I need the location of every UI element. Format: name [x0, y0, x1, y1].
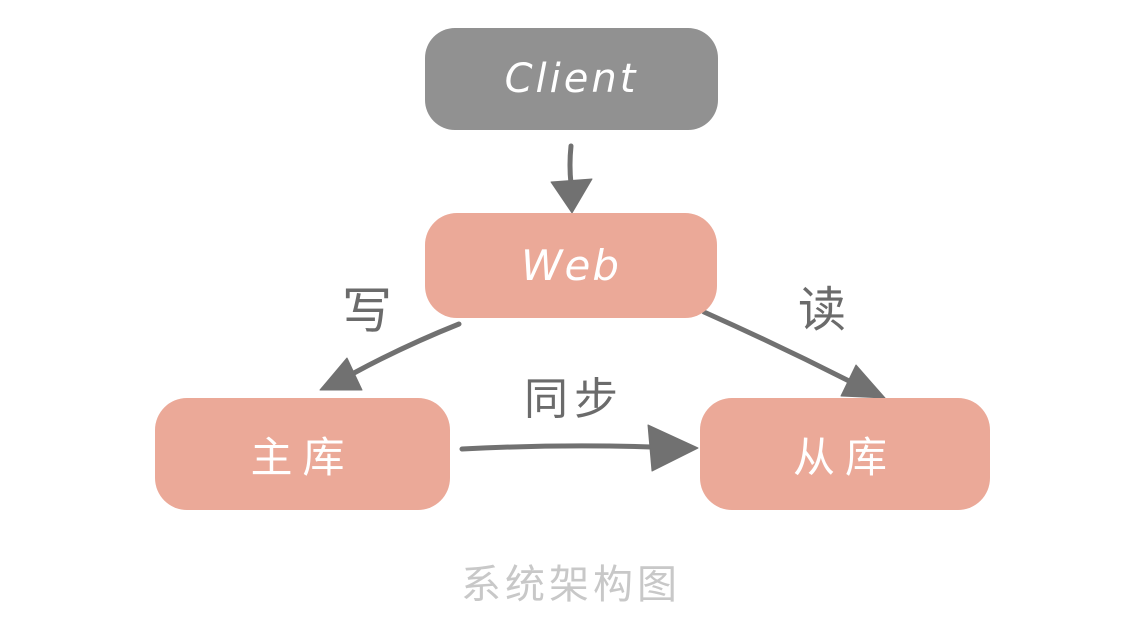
node-web: Web	[425, 213, 717, 318]
edge-label-sync: 同步	[524, 374, 624, 425]
node-web-label: Web	[520, 241, 622, 290]
node-client: Client	[425, 28, 718, 130]
edge-label-read: 读	[798, 282, 847, 338]
edge-web-to-slave-arrow	[701, 309, 886, 399]
edge-label-write: 写	[342, 282, 392, 340]
diagram-title: 系统架构图	[461, 562, 681, 608]
node-slave-db: 从库	[700, 398, 990, 510]
edge-master-to-slave-arrow	[459, 424, 699, 472]
node-master-db-label: 主库	[250, 432, 355, 482]
node-slave-db-label: 从库	[792, 432, 897, 482]
node-master-db: 主库	[155, 398, 450, 510]
edge-client-to-web-arrow	[550, 143, 593, 214]
node-client-label: Client	[504, 56, 639, 102]
